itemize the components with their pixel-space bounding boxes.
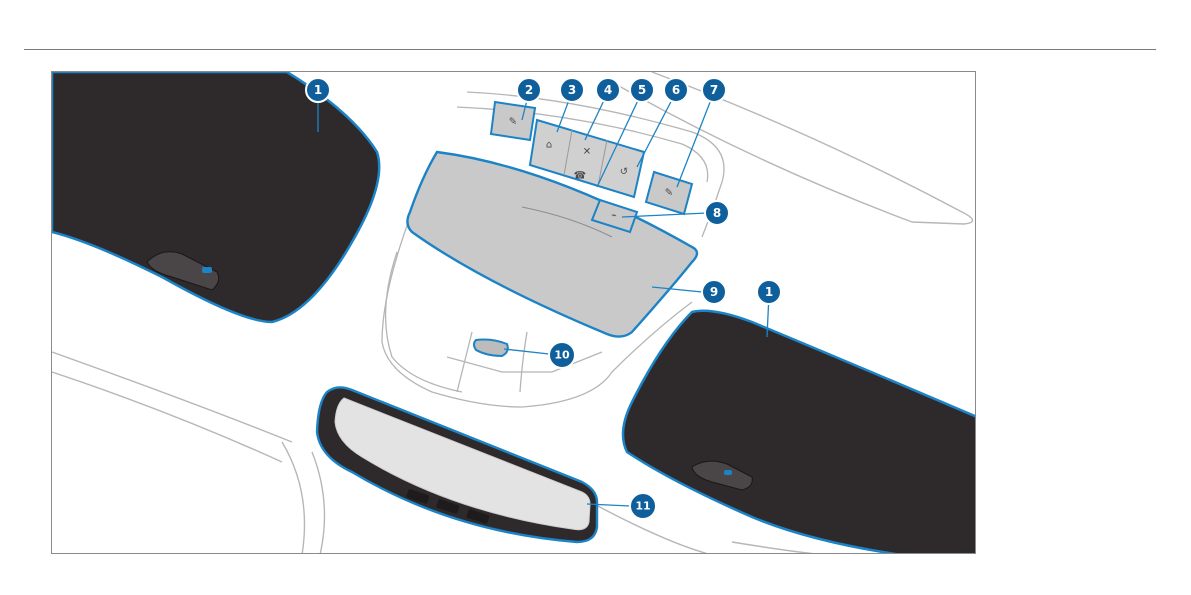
callout-4: 4 [596,78,620,102]
reading-lamp-left-icon: ✎ [509,117,517,128]
callout-6: 6 [664,78,688,102]
switch-10[interactable] [474,340,508,357]
overhead-control-panel-illustration: ✎ ⌂ ✕ ☎ ↺ ✎ ⌁ [51,71,976,554]
callout-11: 11 [630,493,656,519]
button-7[interactable]: ✎ [646,172,692,214]
callout-1-left: 1 [306,78,330,102]
interior-light-icon[interactable]: ⌂ [546,140,552,151]
svg-text:2: 2 [525,83,533,97]
reading-lamp-right-icon: ✎ [665,188,673,199]
top-rule [24,49,1156,50]
illustration-canvas: ✎ ⌂ ✕ ☎ ↺ ✎ ⌁ [52,72,976,554]
svg-text:1: 1 [314,83,322,97]
callout-10: 10 [549,342,575,368]
button-2[interactable]: ✎ [491,102,535,140]
svg-text:9: 9 [710,285,718,299]
sun-visor-left [52,72,379,322]
svg-text:1: 1 [765,285,773,299]
callout-5: 5 [630,78,654,102]
svg-text:7: 7 [710,83,718,97]
callout-2: 2 [517,78,541,102]
mbrace-icon: ⌁ [611,211,616,221]
callout-3: 3 [560,78,584,102]
callout-9: 9 [702,280,726,304]
sun-visor-right [623,311,976,554]
svg-text:3: 3 [568,83,576,97]
svg-text:4: 4 [604,83,612,97]
roadside-assistance-icon[interactable]: ↺ [620,167,628,178]
svg-text:5: 5 [638,83,646,97]
rear-view-mirror [317,387,597,542]
sunroof-icon[interactable]: ✕ [583,147,591,158]
svg-text:11: 11 [635,500,650,513]
svg-text:6: 6 [672,83,680,97]
callout-7: 7 [702,78,726,102]
callout-1-right: 1 [757,280,781,304]
svg-text:10: 10 [554,349,570,362]
svg-text:8: 8 [713,206,721,220]
callout-8: 8 [705,201,729,225]
sos-call-icon[interactable]: ☎ [574,171,586,182]
